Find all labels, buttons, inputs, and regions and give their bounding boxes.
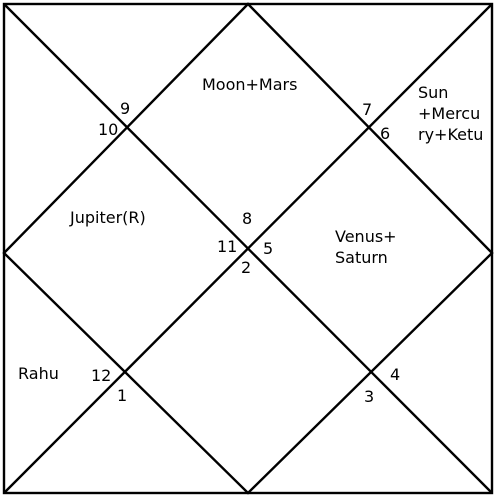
planet-label: Saturn <box>335 248 388 267</box>
house-number: 8 <box>242 209 252 228</box>
planet-label: Venus+ <box>335 227 397 246</box>
house-number: 12 <box>91 366 111 385</box>
house-number: 4 <box>390 365 400 384</box>
inner-diamond <box>2 2 494 495</box>
planet-label: Jupiter(R) <box>69 208 146 227</box>
house-number: 9 <box>120 99 130 118</box>
house-number: 3 <box>364 387 374 406</box>
house-number: 6 <box>380 124 390 143</box>
planet-label: Rahu <box>18 364 59 383</box>
house-number: 2 <box>241 258 251 277</box>
house-number: 7 <box>362 100 372 119</box>
planet-label: Sun <box>418 83 448 102</box>
house-number: 10 <box>98 120 118 139</box>
diagonal-anti <box>3 3 493 494</box>
house-number: 5 <box>263 239 273 258</box>
house-number: 11 <box>217 237 237 256</box>
house-number: 1 <box>117 386 127 405</box>
planet-label: Moon+Mars <box>202 75 297 94</box>
planet-label: ry+Ketu <box>418 125 483 144</box>
planet-label: +Mercu <box>418 104 480 123</box>
